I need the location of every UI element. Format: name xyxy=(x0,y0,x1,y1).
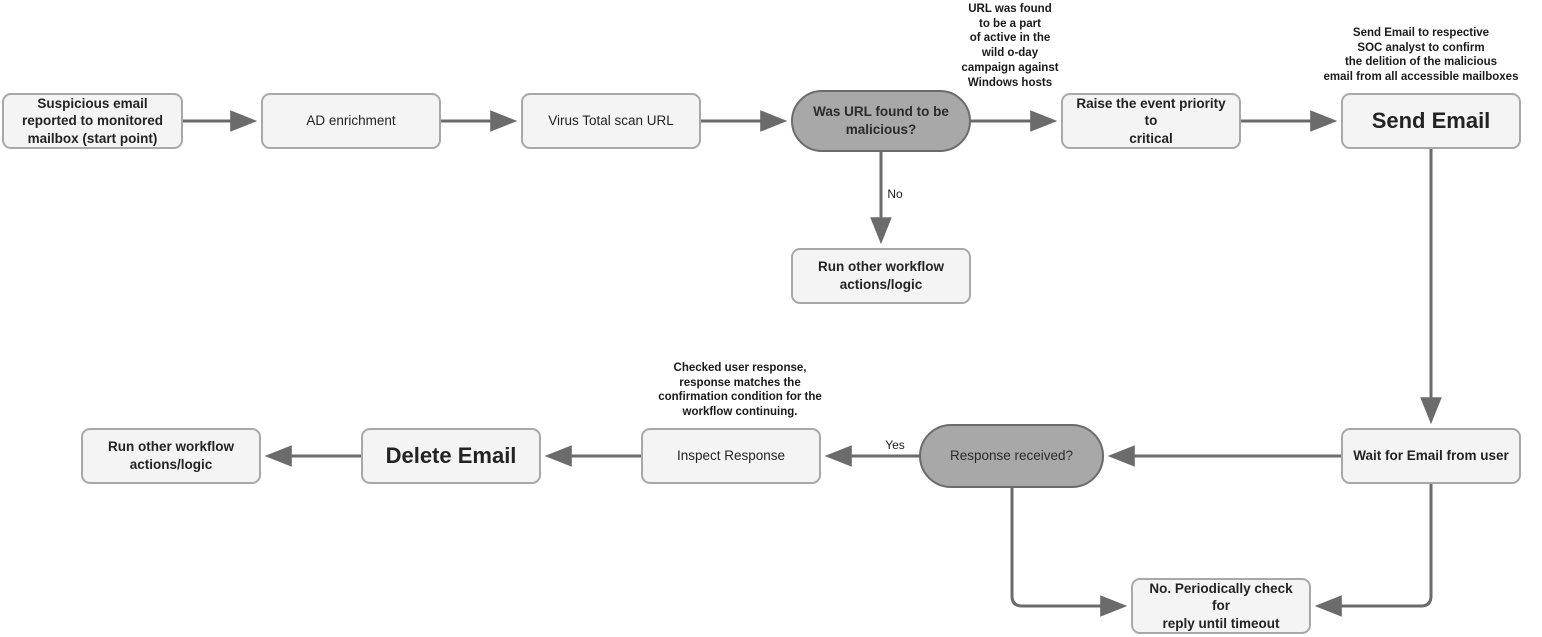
node-delete-email-label: Delete Email xyxy=(385,442,517,468)
node-inspect-response[interactable]: Inspect Response xyxy=(641,428,821,484)
node-run-other-workflow-bottom-label: Run other workflow actions/logic xyxy=(108,439,234,472)
node-ad-enrichment[interactable]: AD enrichment xyxy=(261,93,441,149)
node-run-other-workflow-top[interactable]: Run other workflow actions/logic xyxy=(791,248,971,304)
node-run-other-workflow-top-label: Run other workflow actions/logic xyxy=(818,259,944,292)
node-ad-enrichment-label: AD enrichment xyxy=(306,113,396,129)
node-raise-priority-label: Raise the event priority to critical xyxy=(1076,95,1226,146)
node-url-malicious-decision[interactable]: Was URL found to be malicious? xyxy=(791,90,971,152)
node-virus-total-scan[interactable]: Virus Total scan URL xyxy=(521,93,701,149)
node-raise-priority[interactable]: Raise the event priority to critical xyxy=(1061,93,1241,149)
edge-label-checked-response-note: Checked user response, response matches … xyxy=(658,362,822,419)
node-periodic-check[interactable]: No. Periodically check for reply until t… xyxy=(1131,578,1311,634)
node-response-received-decision-label: Response received? xyxy=(949,448,1074,464)
edge-label-send-email-note: Send Email to respective SOC analyst to … xyxy=(1323,27,1519,84)
node-send-email[interactable]: Send Email xyxy=(1341,93,1521,149)
edge-response-no-to-periodic xyxy=(1010,488,1128,617)
node-wait-for-email-label: Wait for Email from user xyxy=(1353,448,1509,464)
edge-label-yes-branch: Yes xyxy=(885,438,905,452)
node-url-malicious-decision-label: Was URL found to be malicious? xyxy=(813,104,949,137)
edge-label-no-branch: No xyxy=(887,187,903,201)
node-response-received-decision[interactable]: Response received? xyxy=(919,424,1104,488)
node-inspect-response-label: Inspect Response xyxy=(676,448,786,464)
node-send-email-label: Send Email xyxy=(1371,107,1491,133)
edge-label-url-campaign-note: URL was found to be a part of active in … xyxy=(961,3,1059,89)
node-periodic-check-label: No. Periodically check for reply until t… xyxy=(1149,580,1293,631)
node-run-other-workflow-bottom[interactable]: Run other workflow actions/logic xyxy=(81,428,261,484)
node-wait-for-email[interactable]: Wait for Email from user xyxy=(1341,428,1521,484)
node-start-label: Suspicious email reported to monitored m… xyxy=(22,95,163,146)
node-delete-email[interactable]: Delete Email xyxy=(361,428,541,484)
node-start[interactable]: Suspicious email reported to monitored m… xyxy=(2,93,183,149)
edge-wait-to-periodic xyxy=(1314,484,1433,617)
node-virus-total-scan-label: Virus Total scan URL xyxy=(548,113,674,129)
